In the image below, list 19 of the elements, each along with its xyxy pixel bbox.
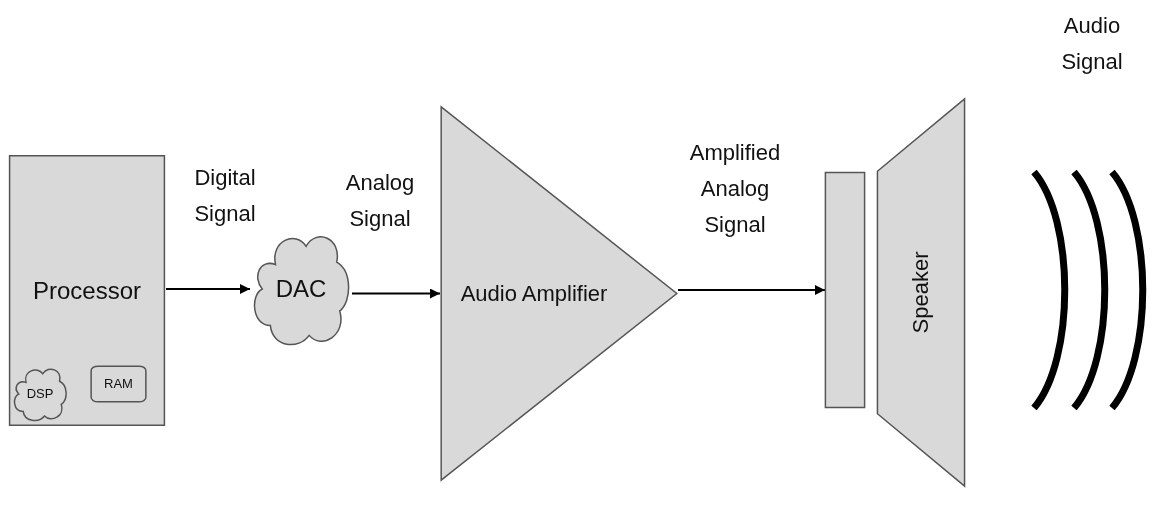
node-label: DSP (26, 385, 54, 404)
arrow (165, 284, 251, 294)
arrow (677, 285, 826, 295)
node-label: Speaker (907, 251, 935, 334)
node-label: RAM (104, 375, 133, 394)
speaker-cone (877, 97, 965, 488)
signal-label: Audio Signal (1060, 12, 1124, 76)
edge-label: Amplified Analog Signal (688, 139, 782, 239)
amplifier-triangle (440, 105, 678, 482)
processor-box (8, 153, 166, 428)
speaker-coil-box (825, 170, 865, 410)
node-label: Processor (32, 276, 141, 306)
edge-label: Digital Signal (193, 164, 257, 228)
arrow (351, 288, 441, 299)
node-label: DAC (275, 274, 327, 304)
dsp-cloud (12, 365, 68, 423)
node-label: Audio Amplifier (460, 280, 608, 308)
ram-box (90, 365, 147, 403)
edge-label: Analog Signal (344, 169, 416, 233)
